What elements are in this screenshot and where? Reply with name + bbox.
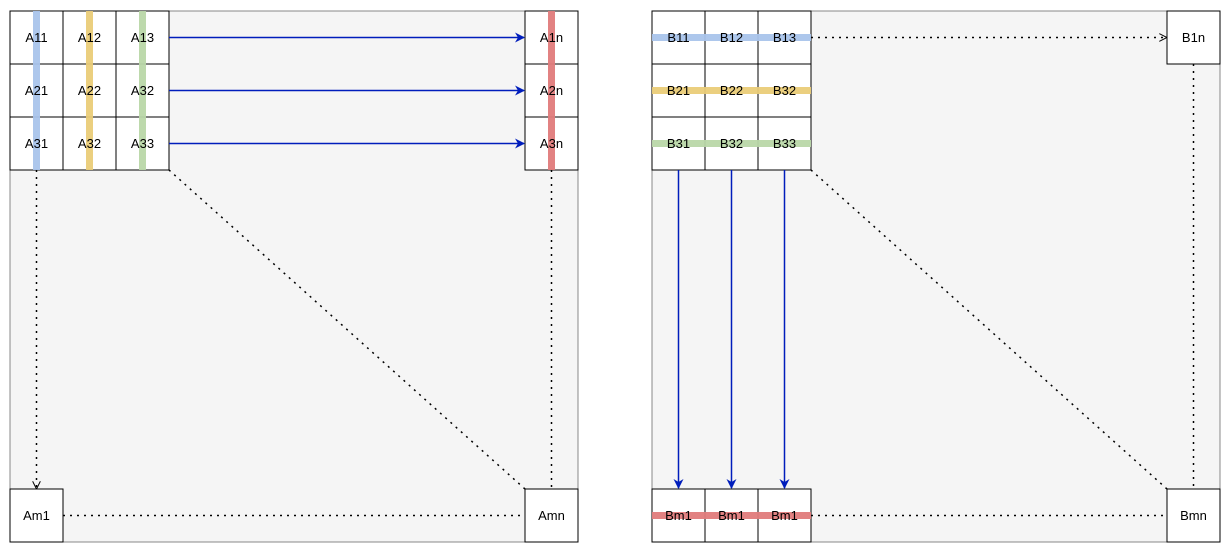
label-b32: B32	[720, 136, 743, 151]
dotted-diagonal	[810, 169, 1168, 490]
label-a2n: A2n	[540, 83, 563, 98]
matrix-b-panel: B11 B12 B13 B21 B22 B32 B31 B32 B33 B1n …	[651, 10, 1221, 543]
label-am1: Am1	[23, 508, 50, 523]
highlight-row-1	[652, 34, 811, 41]
label-amn: Amn	[538, 508, 565, 523]
label-b22: B22	[720, 83, 743, 98]
label-a13: A13	[131, 30, 154, 45]
label-a22: A22	[78, 83, 101, 98]
label-a32: A32	[78, 136, 101, 151]
label-a31: A31	[25, 136, 48, 151]
highlight-row-m	[652, 512, 811, 519]
label-a33: A33	[131, 136, 154, 151]
label-b1n: B1n	[1182, 30, 1205, 45]
label-b11: B11	[667, 30, 689, 45]
label-a21: A21	[25, 83, 48, 98]
label-bm1-a: Bm1	[665, 508, 692, 523]
cell-bmn	[1166, 488, 1221, 543]
label-b21: B21	[667, 83, 690, 98]
label-bmn: Bmn	[1180, 508, 1207, 523]
label-b23: B32	[773, 83, 796, 98]
highlight-row-3	[652, 140, 811, 147]
label-b13: B13	[773, 30, 796, 45]
highlight-col-3	[139, 11, 146, 170]
dotted-diagonal	[168, 169, 526, 490]
label-a12: A12	[78, 30, 101, 45]
highlight-col-2	[86, 11, 93, 170]
highlight-col-n	[548, 11, 555, 170]
cell-am1	[9, 488, 64, 543]
label-bm1-c: Bm1	[771, 508, 798, 523]
highlight-col-1	[33, 11, 40, 170]
highlight-row-2	[652, 87, 811, 94]
label-b12: B12	[720, 30, 743, 45]
matrix-a-panel: A11 A12 A13 A21 A22 A32 A31 A32 A33 A1n …	[9, 10, 579, 543]
label-a23: A32	[131, 83, 154, 98]
label-b31: B31	[667, 136, 690, 151]
label-b33: B33	[773, 136, 796, 151]
cell-amn	[524, 488, 579, 543]
label-a3n: A3n	[540, 136, 563, 151]
cell-b1n	[1166, 10, 1221, 65]
label-a1n: A1n	[540, 30, 563, 45]
label-bm1-b: Bm1	[718, 508, 745, 523]
label-a11: A11	[25, 30, 47, 45]
